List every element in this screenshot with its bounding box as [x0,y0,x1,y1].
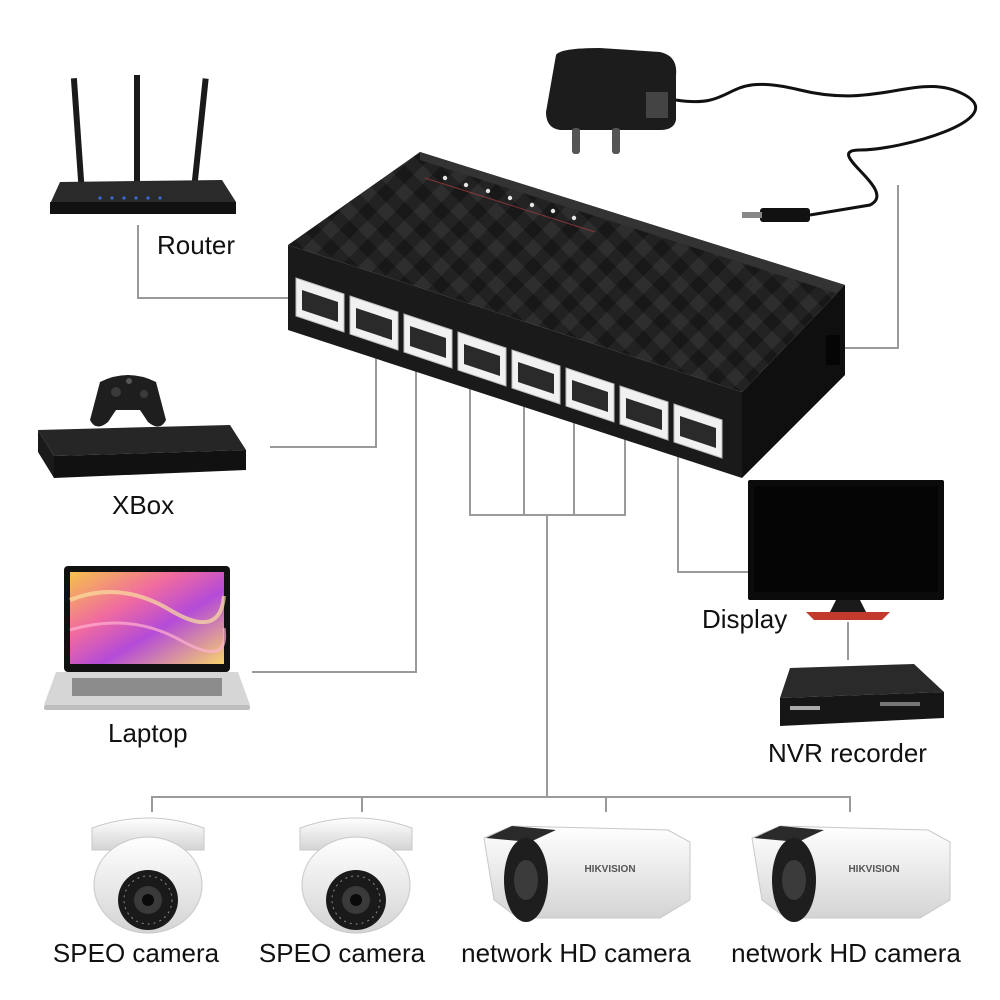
camera-label: network HD camera [461,940,691,966]
xbox-icon [38,375,246,478]
network-switch-icon [288,152,845,478]
power-adapter-icon [546,48,976,222]
router-label: Router [157,232,235,258]
bullet-camera-icon: HIKVISION [484,826,690,922]
router-icon [50,75,236,214]
laptop-icon [44,566,250,710]
camera-label: SPEO camera [259,940,425,966]
xbox-label: XBox [112,492,174,518]
camera-brand-text: HIKVISION [848,864,899,875]
dome-camera-icon [300,818,412,933]
laptop-link [252,345,416,672]
bullet-camera-icon: HIKVISION [752,826,950,922]
laptop-label: Laptop [108,720,188,746]
camera-label: network HD camera [731,940,961,966]
camera-branch-link [152,797,850,812]
nvr-icon [780,664,944,726]
display-icon [748,480,944,620]
camera-label: SPEO camera [53,940,219,966]
dome-camera-icon [92,818,204,933]
display-label: Display [702,606,787,632]
nvr-label: NVR recorder [768,740,927,766]
camera-brand-text: HIKVISION [584,864,635,875]
